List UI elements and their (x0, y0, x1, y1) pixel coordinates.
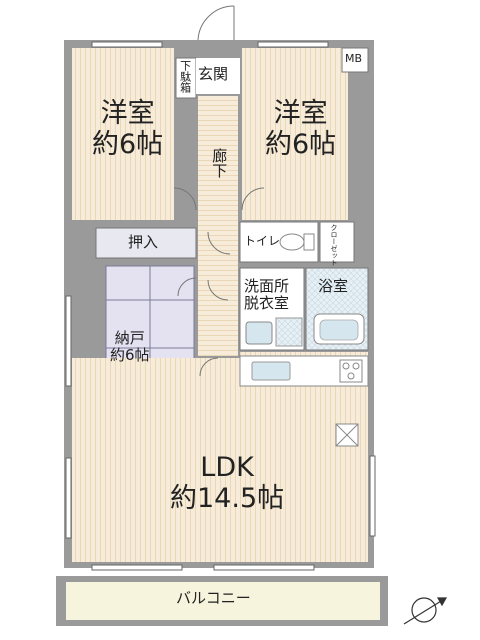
entrance-label: 玄関 (198, 65, 229, 83)
toilet-tank (303, 233, 315, 251)
mb-label: MB (345, 52, 363, 65)
toilet-bowl (279, 233, 305, 251)
hallway-label: 廊下 (210, 148, 229, 178)
western-room-right-label: 洋室 約6帖 (265, 98, 337, 161)
shoe-box-label: 下駄箱 (178, 60, 192, 93)
oshiire-floor (95, 227, 197, 259)
kitchen-sink (251, 361, 291, 381)
bathtub-inner (319, 319, 359, 341)
washroom-label: 洗面所 脱衣室 (244, 277, 290, 313)
entrance-floor (196, 58, 240, 94)
ldk-left-extension (72, 436, 198, 562)
closet-floor (319, 221, 355, 263)
washer-pan (275, 317, 303, 347)
bathroom-label: 浴室 (318, 277, 349, 295)
storage-room-label: 納戸 約6帖 (110, 329, 150, 365)
north-arrow-icon (403, 597, 448, 625)
mb-box (341, 47, 369, 73)
western-room-left-label: 洋室 約6帖 (92, 98, 164, 161)
closet-label: クローゼット (330, 224, 339, 266)
western-room-right-floor (242, 48, 348, 220)
duct-mark (335, 423, 359, 447)
hallway-floor (198, 96, 238, 356)
stove (339, 359, 363, 383)
windows (65, 41, 376, 571)
ldk-label: LDK 約14.5帖 (170, 452, 285, 515)
western-room-left-floor (72, 48, 174, 220)
balcony-label: バルコニー (176, 589, 251, 607)
toilet-label: トイレ (244, 234, 281, 248)
washbasin (245, 321, 273, 345)
door-swings (173, 5, 265, 377)
oshiire-label: 押入 (128, 233, 159, 251)
balcony-floor (66, 582, 380, 620)
